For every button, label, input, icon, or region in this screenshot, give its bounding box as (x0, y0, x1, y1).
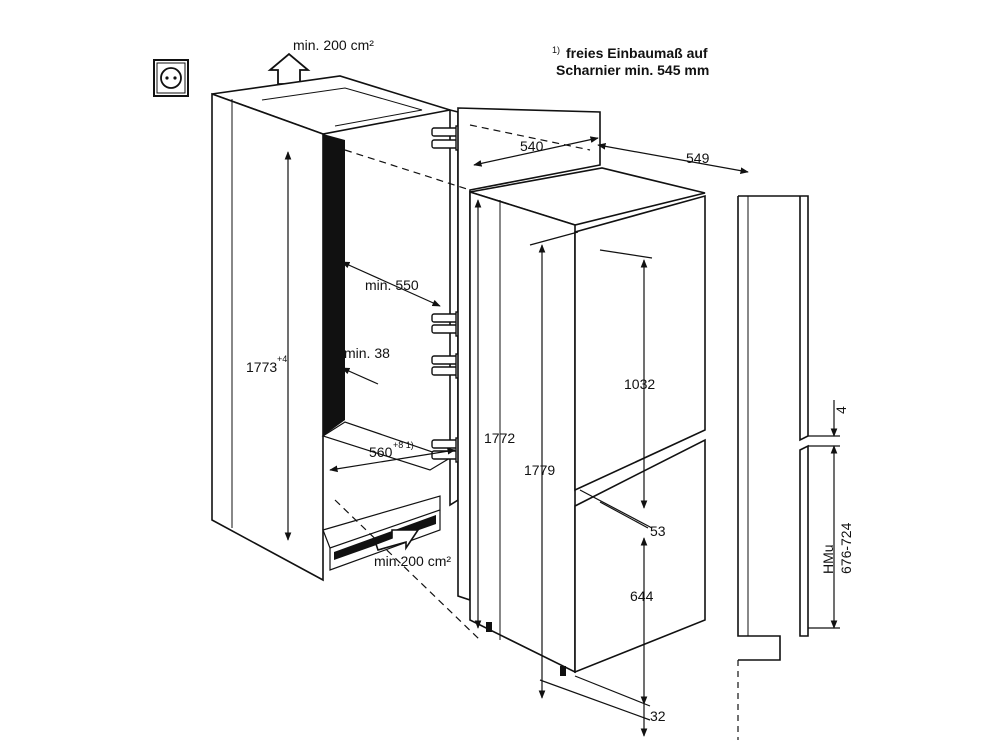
footnote-line1: freies Einbaumaß auf (566, 45, 708, 61)
cabinet-niche (211, 75, 459, 582)
arrow-up-icon (267, 52, 311, 85)
vent-top-label: min. 200 cm² (293, 37, 374, 53)
door-height-label: 1779 (524, 462, 555, 478)
lower-door-label: 644 (630, 588, 654, 604)
door-gap-label: 53 (650, 523, 666, 539)
bottom-offset-label: 32 (650, 708, 666, 724)
niche-depth-label: min. 550 (365, 277, 419, 293)
vent-bottom-label: min.200 cm² (374, 553, 451, 569)
appliance-width-label: 540 (520, 138, 544, 154)
fridge-appliance (469, 167, 706, 676)
side-gap-label: 4 (833, 406, 849, 414)
body-height-label: 1772 (484, 430, 515, 446)
hmu-range-label: 676-724 (838, 522, 854, 574)
niche-height-label: 1773 (246, 359, 277, 375)
footnote: 1) freies Einbaumaß auf Scharnier min. 5… (552, 45, 709, 78)
footnote-marker: 1) (552, 45, 560, 55)
upper-door-label: 1032 (624, 376, 655, 392)
socket-icon (153, 59, 189, 97)
appliance-depth-label: 549 (686, 150, 710, 166)
niche-width-label: 560 (369, 444, 393, 460)
footnote-line2: Scharnier min. 545 mm (556, 62, 709, 78)
niche-gap-label: min. 38 (344, 345, 390, 361)
niche-width-tolerance: +8 1) (393, 440, 414, 450)
side-elevation (737, 195, 809, 661)
hmu-label: HMu (820, 544, 836, 574)
dimension-lines (284, 136, 840, 737)
arrow-right-icon (374, 529, 420, 551)
niche-height-tolerance: +4 (277, 354, 287, 364)
